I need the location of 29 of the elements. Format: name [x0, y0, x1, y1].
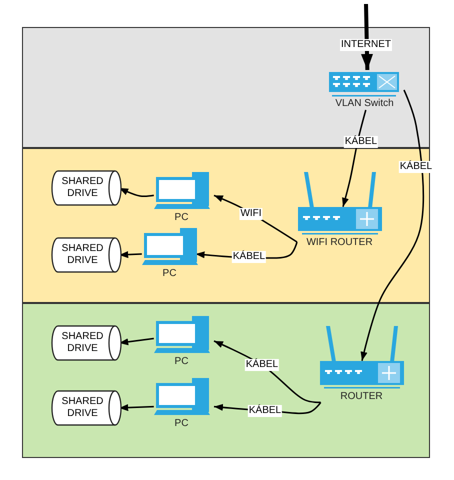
arrow	[214, 194, 298, 243]
device-label: WIFI ROUTER	[305, 236, 374, 248]
edge-label: KÁBEL	[398, 161, 434, 173]
arrow	[360, 90, 424, 361]
device-label: PC	[174, 356, 190, 366]
arrow	[118, 187, 154, 197]
arrow	[119, 338, 154, 346]
device-label: PC	[174, 212, 190, 222]
zone-band	[22, 27, 430, 148]
zone-band	[22, 148, 430, 303]
edge-label: KÁBEL	[244, 359, 280, 371]
device-label: VLAN Switch	[334, 98, 395, 108]
arrow	[119, 404, 154, 412]
edge-label: INTERNET	[340, 39, 392, 51]
drive-label: SHARED DRIVE	[60, 176, 104, 200]
edge-label: WIFI	[239, 208, 263, 220]
arrow	[342, 110, 366, 207]
edge-label: KÁBEL	[344, 136, 378, 148]
arrow	[119, 251, 142, 258]
thick-arrow	[361, 4, 374, 70]
drive-label: SHARED DRIVE	[60, 330, 104, 354]
edge-label: KÁBEL	[232, 251, 266, 263]
drive-label: SHARED DRIVE	[60, 396, 104, 420]
drive-label: SHARED DRIVE	[60, 242, 104, 266]
device-label: ROUTER	[339, 390, 384, 402]
edge-label: KÁBEL	[248, 405, 282, 417]
zone-band	[22, 303, 430, 458]
device-label: PC	[162, 268, 178, 278]
device-label: PC	[174, 418, 190, 428]
